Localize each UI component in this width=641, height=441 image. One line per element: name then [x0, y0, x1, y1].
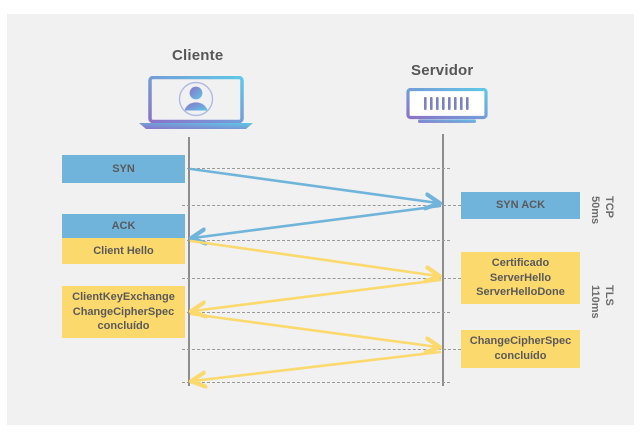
phase-tls-time: 110ms [589, 285, 602, 319]
laptop-user-icon [139, 76, 253, 129]
client-title: Cliente [172, 47, 224, 64]
dash-row-syn-ack [182, 205, 466, 206]
message-box-client-hello[interactable]: Client Hello [62, 238, 185, 264]
dash-row-syn [182, 168, 450, 169]
server-rack-icon [406, 88, 488, 123]
message-box-syn[interactable]: SYN [62, 155, 185, 183]
dash-row-ccs [182, 349, 466, 350]
client-lifeline [188, 137, 190, 386]
phase-tcp-time: 50ms [589, 196, 602, 225]
dash-row-cke [182, 312, 450, 313]
server-lifeline [442, 134, 444, 386]
phase-label-tls: TLS 110ms [588, 285, 615, 319]
server-title: Servidor [411, 62, 474, 79]
dash-row-server-hello [182, 278, 466, 279]
phase-tls-protocol: TLS [603, 285, 615, 306]
dash-row-final [182, 382, 450, 383]
dash-row-client-hello [182, 240, 450, 241]
phase-tcp-protocol: TCP [603, 196, 615, 218]
message-box-ack[interactable]: ACK [62, 214, 185, 238]
message-box-syn-ack[interactable]: SYN ACK [461, 192, 580, 219]
phase-label-tcp: TCP 50ms [588, 196, 615, 225]
